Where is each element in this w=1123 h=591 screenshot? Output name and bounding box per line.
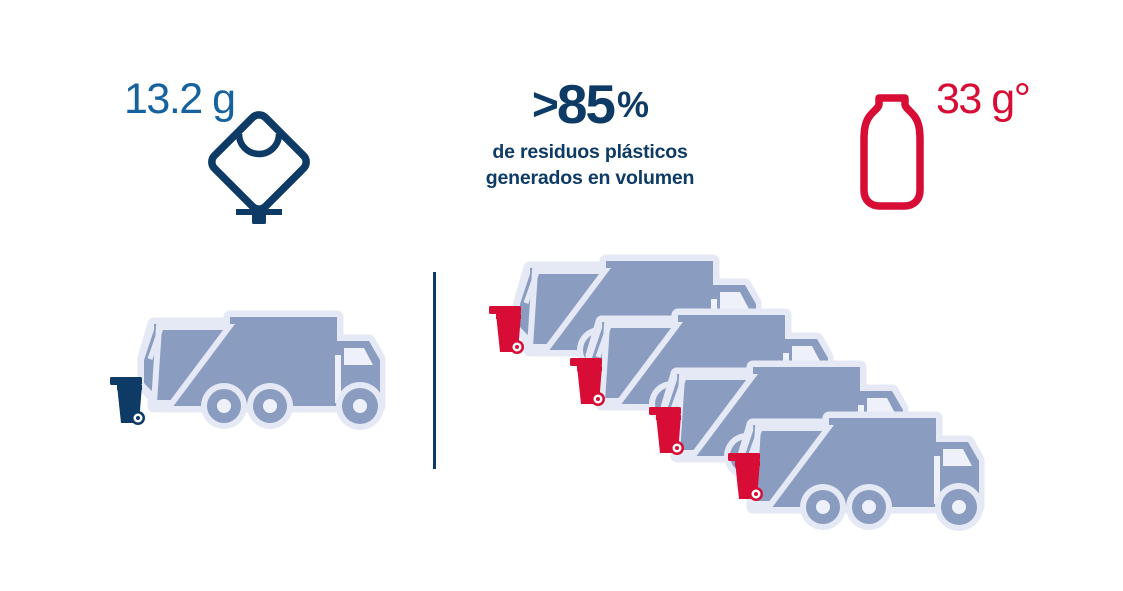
bottle-icon (860, 94, 924, 210)
section-divider (433, 272, 436, 469)
headline-caption-line-1: de residuos plásticos (492, 140, 688, 163)
sachet-bag-icon (208, 111, 310, 224)
garbage-truck-icon (137, 310, 386, 430)
headline-number: 85 (556, 73, 616, 135)
waste-bin-icon (570, 358, 605, 406)
left-metric-label: 13.2 g (124, 75, 236, 123)
headline-block: >85% de residuos plásticos generados en … (420, 77, 760, 191)
headline-value-row: >85% (420, 77, 760, 132)
greater-than-symbol: > (531, 78, 559, 130)
right-metric-label: 33 g° (936, 75, 1031, 123)
headline-caption: de residuos plásticos generados en volum… (420, 140, 760, 191)
waste-bin-icon (728, 453, 763, 501)
percent-symbol: % (617, 84, 649, 125)
waste-bin-icon (649, 407, 684, 455)
garbage-truck-icon (736, 411, 985, 531)
headline-caption-line-2: generados en volumen (485, 166, 695, 189)
waste-bin-icon (489, 306, 524, 354)
waste-bin-icon (110, 377, 145, 425)
